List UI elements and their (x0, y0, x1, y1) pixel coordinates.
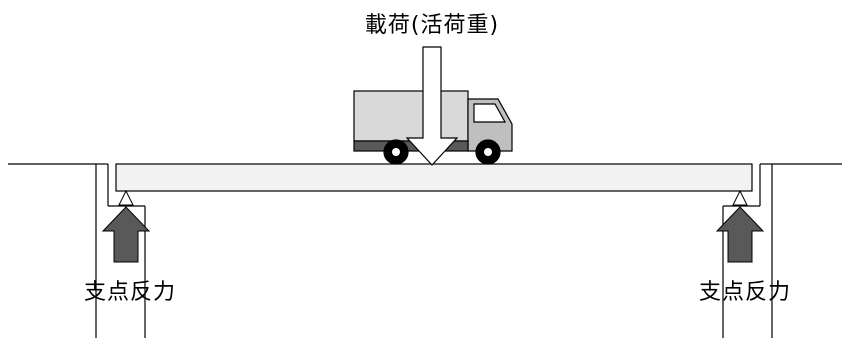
load-down-arrow-icon (405, 46, 459, 166)
left-support-triangle-bearing-icon (118, 189, 134, 206)
left-reaction-label: 支点反力 (84, 280, 176, 305)
right-support-triangle-bearing-icon (732, 189, 748, 206)
bridge-beam (115, 163, 753, 192)
truck-cargo-box (353, 90, 469, 142)
right-reaction-label: 支点反力 (699, 280, 791, 305)
truck-window (473, 103, 507, 123)
left-reaction-up-arrow-icon (101, 206, 151, 263)
load-label: 載荷(活荷重) (365, 13, 499, 38)
right-reaction-up-arrow-icon (715, 206, 765, 263)
